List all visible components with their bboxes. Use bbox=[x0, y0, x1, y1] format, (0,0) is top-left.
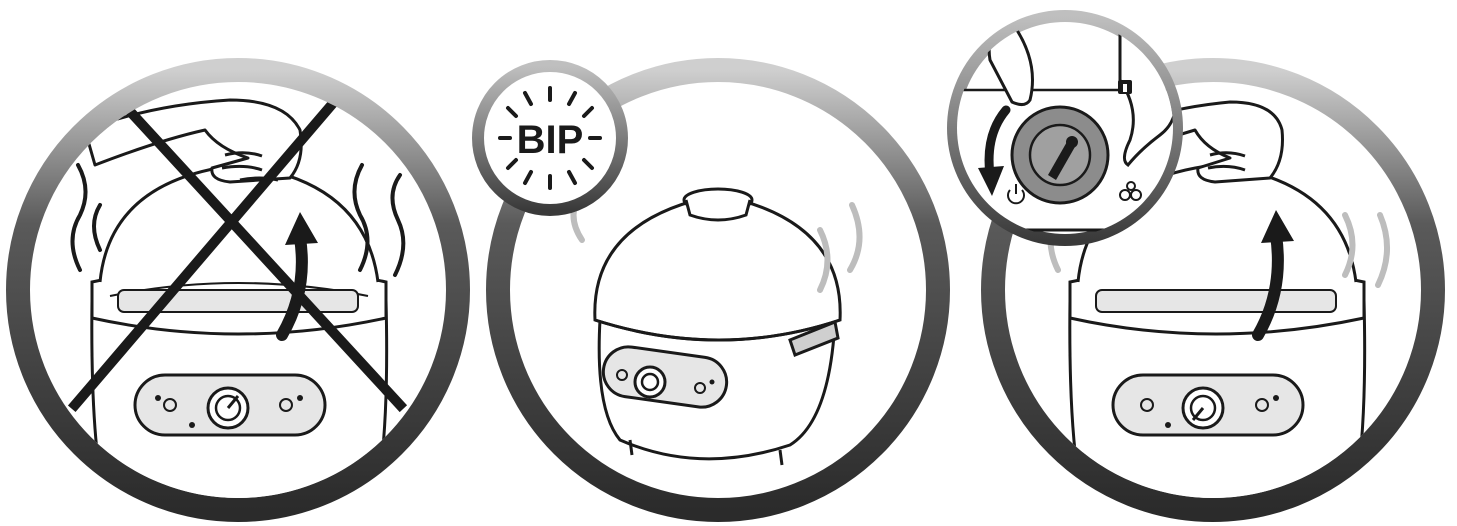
panel-2-allowed: BIP bbox=[478, 66, 938, 510]
lock-icon bbox=[1118, 80, 1132, 94]
knob-icon bbox=[1012, 107, 1108, 203]
control-knob-icon bbox=[1113, 375, 1303, 435]
panel-1-prohibited bbox=[18, 70, 458, 520]
panel-3-allowed bbox=[950, 16, 1433, 520]
bip-sound-label: BIP bbox=[517, 118, 584, 162]
control-knob-icon bbox=[135, 375, 325, 435]
appliance-icon bbox=[595, 189, 840, 465]
sound-burst-icon: BIP bbox=[478, 66, 622, 210]
